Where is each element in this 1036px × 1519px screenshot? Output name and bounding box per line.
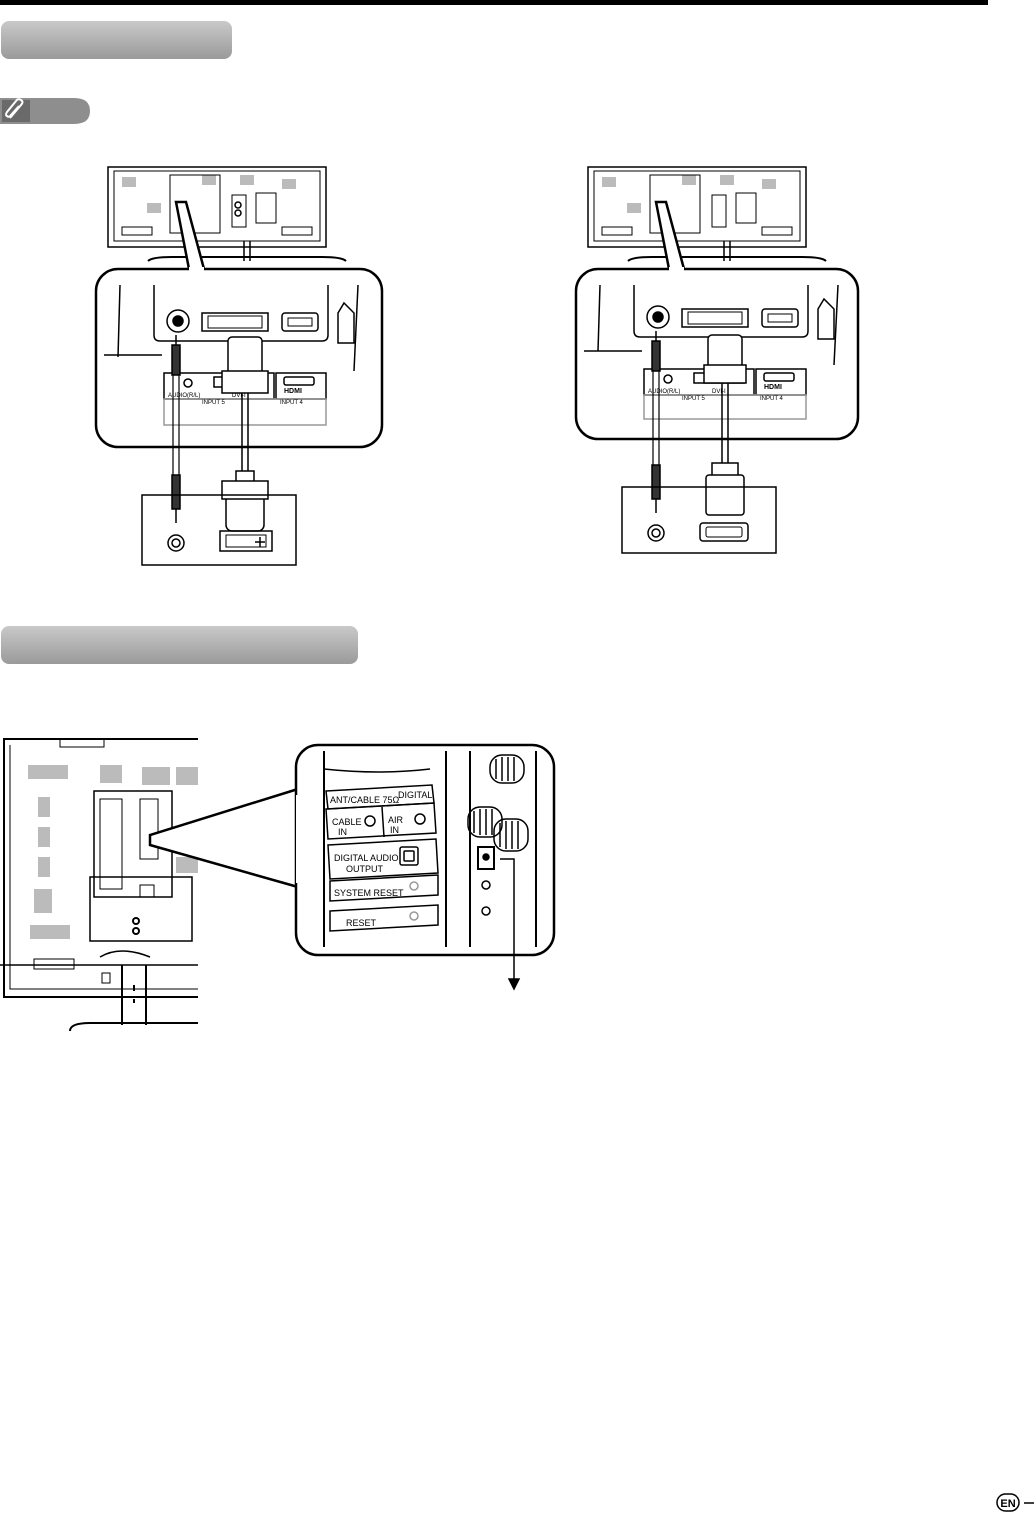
label-dvi-i: DVI-I [232, 393, 246, 399]
section-header-bar [1, 626, 358, 664]
ant-cable-label: ANT/CABLE 75Ω [330, 795, 400, 805]
air-in-label-2: IN [390, 825, 399, 835]
digital-audio-output-figure: ANT/CABLE 75Ω DIGITAL CABLE IN AIR IN DI… [0, 738, 556, 1032]
section-header-bar [1, 21, 232, 59]
digital-audio-output-label: DIGITAL AUDIO [334, 853, 399, 863]
hdmi-logo: HDMI [284, 388, 302, 395]
audio-cable [651, 331, 661, 513]
digital-audio-output-label-2: OUTPUT [346, 864, 384, 874]
top-rule [0, 0, 988, 5]
system-reset-label: SYSTEM RESET [334, 888, 404, 898]
terminal-panel-closeup: ANT/CABLE 75Ω DIGITAL CABLE IN AIR IN DI… [323, 751, 537, 947]
page-language-badge: EN [996, 1493, 1034, 1512]
tv-rear-view [0, 738, 198, 1032]
en-badge-text: EN [1000, 1498, 1015, 1510]
paperclip-icon [5, 98, 24, 119]
coaxial-connectors [467, 754, 529, 852]
vga-cable [703, 334, 747, 516]
label-audio-rl: AUDIO(R/L) [648, 389, 680, 395]
reset-label: RESET [346, 918, 377, 928]
dvi-connection-figure: AUDIO(R/L) DVI-I INPUT 5 INPUT 4 HDMI [94, 166, 384, 566]
tv-rear-thumbnail [107, 166, 347, 262]
label-input5: INPUT 5 [202, 400, 226, 406]
label-dvi-i: DVI-I [712, 389, 726, 395]
output-arrow [500, 858, 521, 991]
audio-cable [171, 335, 181, 523]
tv-rear-thumbnail [587, 166, 827, 262]
cable-in-label: CABLE [332, 817, 362, 827]
label-input4: INPUT 4 [760, 396, 784, 402]
digital-label: DIGITAL [398, 790, 432, 800]
label-input5: INPUT 5 [682, 396, 706, 402]
air-in-label: AIR [388, 815, 404, 825]
cable-in-label-2: IN [338, 827, 347, 837]
rgb-connection-figure: AUDIO(R/L) DVI-I INPUT 5 INPUT 4 HDMI [574, 166, 860, 554]
label-input4: INPUT 4 [280, 400, 304, 406]
hdmi-logo: HDMI [764, 384, 782, 391]
label-audio-rl: AUDIO(R/L) [168, 393, 200, 399]
zoom-callout [148, 743, 556, 957]
note-tab [0, 98, 90, 124]
source-device-panel [621, 486, 777, 554]
source-device-panel [141, 494, 297, 566]
